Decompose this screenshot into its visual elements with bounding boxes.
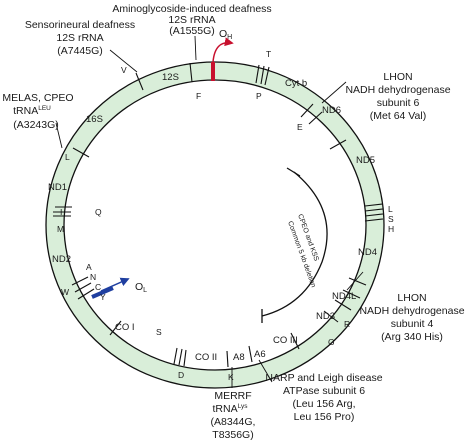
svg-text:Sensorineural deafness: Sensorineural deafness xyxy=(25,19,135,31)
trna-K: K xyxy=(228,372,234,382)
svg-text:T8356G): T8356G) xyxy=(212,429,253,441)
gene-nd6: ND6 xyxy=(322,105,341,116)
annotation-sensorineural: Sensorineural deafness 12S rRNA (A7445G) xyxy=(25,19,135,57)
genome-ring xyxy=(45,61,385,389)
origin-heavy-label: OH xyxy=(219,28,232,41)
gene-12s: 12S xyxy=(162,72,179,83)
svg-text:(Met 64 Val): (Met 64 Val) xyxy=(370,110,426,122)
gene-co3: CO III xyxy=(273,335,298,346)
origin-light-label: OL xyxy=(135,281,147,294)
trna-F: F xyxy=(196,91,201,101)
gene-nd3: ND3 xyxy=(316,311,335,322)
trna-M: M xyxy=(57,224,64,234)
origin-light-bar xyxy=(91,286,114,299)
svg-text:(A1555G): (A1555G) xyxy=(169,25,215,37)
trna-I: I xyxy=(60,207,62,217)
svg-text:(A3243G): (A3243G) xyxy=(13,119,59,131)
svg-text:12S rRNA: 12S rRNA xyxy=(168,14,215,26)
trna-T: T xyxy=(266,49,271,59)
gene-labels: 12S 16S Cyt b ND6 ND5 ND4 ND4L ND3 CO II… xyxy=(48,72,377,363)
trna-L: L xyxy=(65,152,70,162)
gene-a8: A8 xyxy=(233,352,245,363)
trna-R: R xyxy=(344,319,350,329)
gene-co1: CO I xyxy=(115,322,135,333)
annotation-lhon-nd4: LHON NADH dehydrogenase subunit 4 (Arg 3… xyxy=(359,292,464,343)
gene-boundaries xyxy=(53,62,384,368)
svg-text:LHON: LHON xyxy=(397,292,426,304)
svg-text:(Arg 340 His): (Arg 340 His) xyxy=(381,331,443,343)
gene-nd1: ND1 xyxy=(48,182,67,193)
origin-light-arrow xyxy=(100,277,130,292)
annotation-melas: MELAS, CPEO tRNALEU (A3243G) xyxy=(2,92,73,131)
annotation-aminoglycoside: Aminoglycoside-induced deafness 12S rRNA… xyxy=(112,3,271,37)
trna-E: E xyxy=(297,122,303,132)
svg-text:MERRF: MERRF xyxy=(214,390,251,402)
gene-nd2: ND2 xyxy=(52,254,71,265)
trna-S: S xyxy=(156,327,162,337)
trna-V: V xyxy=(121,65,127,75)
trna-L2: L xyxy=(388,204,393,214)
svg-text:(Leu 156 Arg,: (Leu 156 Arg, xyxy=(292,398,355,410)
svg-text:Leu 156 Pro): Leu 156 Pro) xyxy=(294,411,355,423)
annotation-merrf: MERRF tRNALys (A8344G, T8356G) xyxy=(211,390,256,441)
gene-co2: CO II xyxy=(195,352,217,363)
svg-text:(A7445G): (A7445G) xyxy=(57,45,103,57)
gene-a6: A6 xyxy=(254,349,266,360)
svg-text:subunit 4: subunit 4 xyxy=(391,318,434,330)
gene-nd4l: ND4L xyxy=(332,291,356,302)
trna-labels: F V T P E L I Q M A N C Y W S D K G R L … xyxy=(57,49,394,382)
svg-text:subunit 6: subunit 6 xyxy=(377,97,420,109)
trna-Y: Y xyxy=(100,292,106,302)
gene-nd4: ND4 xyxy=(358,247,377,258)
annotation-narp: NARP and Leigh disease ATPase subunit 6 … xyxy=(265,372,382,423)
deletion-arc: CPEO and KSS Common 5 kb deletion xyxy=(261,167,328,323)
svg-text:NADH dehydrogenase: NADH dehydrogenase xyxy=(359,305,464,317)
gene-cytb: Cyt b xyxy=(285,78,307,89)
svg-text:Aminoglycoside-induced deafnes: Aminoglycoside-induced deafness xyxy=(112,3,271,15)
trna-A: A xyxy=(86,262,92,272)
trna-N: N xyxy=(90,272,96,282)
svg-text:NARP and Leigh disease: NARP and Leigh disease xyxy=(265,372,382,384)
annotation-lhon-nd6: LHON NADH dehydrogenase subunit 6 (Met 6… xyxy=(345,71,450,122)
svg-text:12S rRNA: 12S rRNA xyxy=(56,32,103,44)
svg-text:MELAS, CPEO: MELAS, CPEO xyxy=(2,92,73,104)
trna-S2: S xyxy=(388,214,394,224)
gene-16s: 16S xyxy=(86,114,103,125)
trna-P: P xyxy=(256,91,262,101)
svg-text:NADH dehydrogenase: NADH dehydrogenase xyxy=(345,84,450,96)
trna-W: W xyxy=(61,287,69,297)
annotation-leaders xyxy=(55,35,364,388)
trna-G: G xyxy=(328,337,335,347)
svg-text:tRNALys: tRNALys xyxy=(213,403,249,415)
trna-D: D xyxy=(178,370,184,380)
trna-H: H xyxy=(388,224,394,234)
svg-text:ATPase subunit 6: ATPase subunit 6 xyxy=(283,385,365,397)
svg-text:LHON: LHON xyxy=(383,71,412,83)
origin-heavy-arrow xyxy=(212,37,234,63)
gene-nd5: ND5 xyxy=(356,155,375,166)
trna-C: C xyxy=(95,282,101,292)
svg-text:tRNALEU: tRNALEU xyxy=(13,105,51,117)
svg-text:(A8344G,: (A8344G, xyxy=(211,416,256,428)
trna-Q: Q xyxy=(95,207,102,217)
